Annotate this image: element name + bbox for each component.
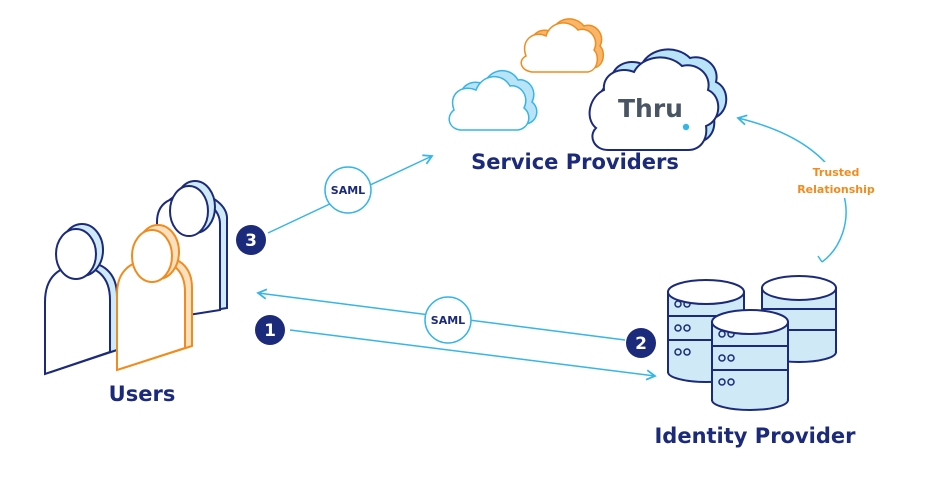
identity-provider-label: Identity Provider bbox=[654, 424, 856, 448]
step-badge-1: 1 bbox=[255, 315, 285, 345]
step-3-number: 3 bbox=[245, 231, 257, 251]
step-2-number: 2 bbox=[635, 334, 647, 354]
cloud-thru-icon: Thru bbox=[588, 48, 728, 151]
cloud-light-blue-icon bbox=[448, 70, 538, 131]
arrow-users-to-idp bbox=[289, 329, 657, 381]
saml-top-text: SAML bbox=[331, 184, 365, 197]
saml-badge-top: SAML bbox=[324, 166, 372, 214]
step-badge-3: 3 bbox=[236, 225, 266, 255]
arrow-trusted-relationship-tail bbox=[817, 255, 823, 263]
users-label: Users bbox=[109, 382, 176, 406]
step-1-number: 1 bbox=[264, 321, 276, 341]
database-front-icon bbox=[711, 309, 789, 411]
thru-logo-dot bbox=[682, 123, 690, 131]
trusted-relationship-label: Trusted Relationship bbox=[788, 162, 888, 198]
user-left-icon bbox=[44, 223, 118, 376]
users-icon bbox=[44, 180, 229, 376]
cloud-orange-icon bbox=[520, 18, 605, 73]
trusted-label-line1: Trusted bbox=[813, 166, 860, 179]
saml-middle-text: SAML bbox=[431, 314, 465, 327]
thru-logo-text: Thru bbox=[618, 94, 683, 123]
saml-badge-middle: SAML bbox=[424, 296, 472, 344]
user-front-icon bbox=[116, 224, 193, 372]
service-providers-label: Service Providers bbox=[471, 150, 679, 174]
step-badge-2: 2 bbox=[626, 328, 656, 358]
trusted-label-line2: Relationship bbox=[797, 183, 875, 196]
